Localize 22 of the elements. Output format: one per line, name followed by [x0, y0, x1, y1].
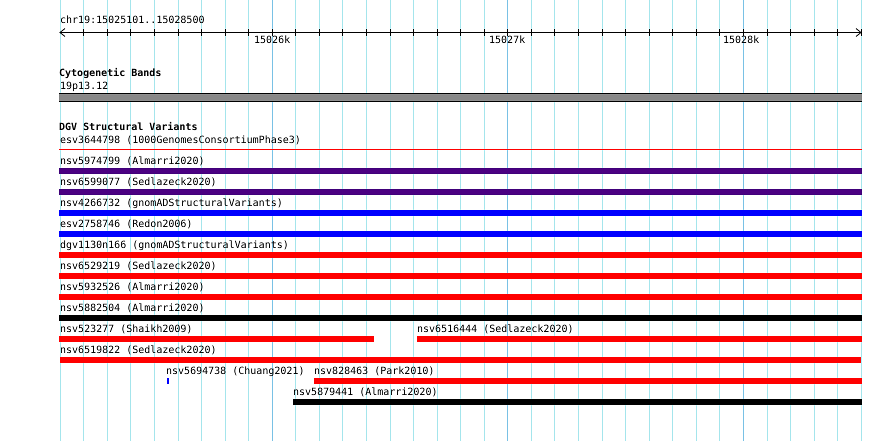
variant-label: nsv5694738 (Chuang2021) — [166, 366, 304, 377]
variant-label: nsv5974799 (Almarri2020) — [60, 156, 204, 167]
variant-label: nsv6516444 (Sedlazeck2020) — [417, 324, 574, 335]
variant-label: nsv6599077 (Sedlazeck2020) — [60, 177, 217, 188]
variant-label: nsv6529219 (Sedlazeck2020) — [60, 261, 217, 272]
locus-label: chr19:15025101..15028500 — [60, 15, 204, 26]
variant-label: nsv5932526 (Almarri2020) — [60, 282, 204, 293]
variant-label: nsv523277 (Shaikh2009) — [60, 324, 192, 335]
variant-label: esv2758746 (Redon2006) — [60, 219, 192, 230]
variant-label: dgv1130n166 (gnomADStructuralVariants) — [60, 240, 289, 251]
variant-label: nsv6519822 (Sedlazeck2020) — [60, 345, 217, 356]
tick-label: 15027k — [489, 35, 526, 46]
variant-label: nsv5879441 (Almarri2020) — [293, 387, 438, 398]
variant-label: nsv5882504 (Almarri2020) — [60, 303, 204, 314]
tick-label: 15026k — [254, 35, 290, 46]
track-title: DGV Structural Variants — [59, 122, 198, 133]
variant-label: nsv828463 (Park2010) — [314, 366, 434, 377]
variant-label: esv3644798 (1000GenomesConsortiumPhase3) — [60, 135, 301, 146]
tick-label: 15028k — [723, 35, 760, 46]
variant-label: nsv4266732 (gnomADStructuralVariants) — [60, 198, 283, 209]
track-title: Cytogenetic Bands — [59, 68, 162, 79]
band-label: 19p13.12 — [60, 81, 108, 92]
